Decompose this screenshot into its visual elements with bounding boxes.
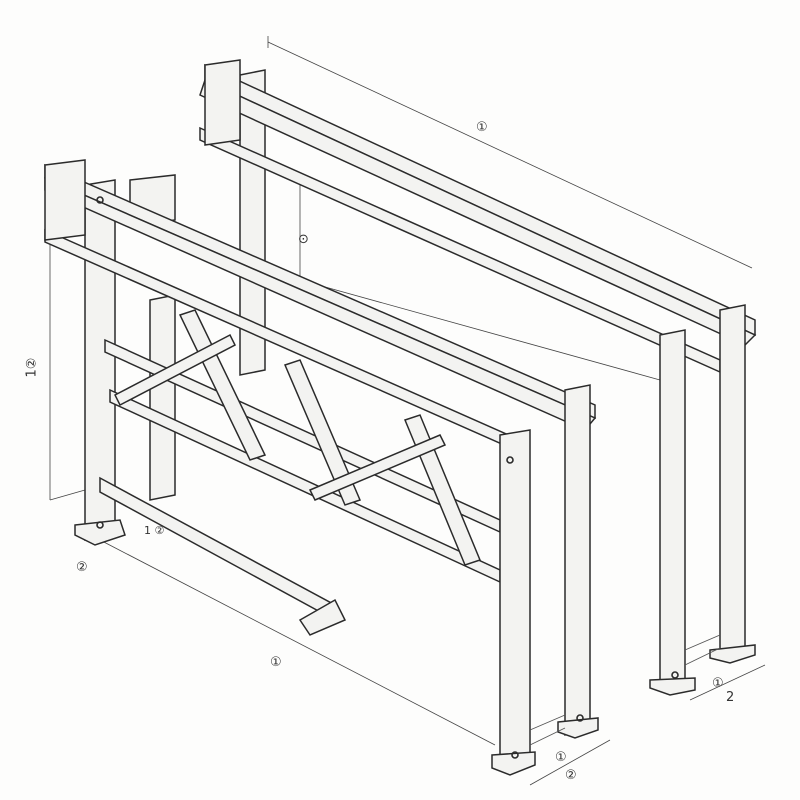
back-base-plate bbox=[649, 677, 696, 696]
label-front-height: 1② bbox=[24, 357, 40, 378]
front-top-beam bbox=[44, 163, 596, 420]
front-left-base bbox=[74, 519, 126, 546]
back-frame bbox=[199, 59, 757, 696]
front-frame bbox=[44, 159, 679, 776]
diagonal-1 bbox=[178, 309, 267, 461]
label-front-depth-b: ② bbox=[565, 768, 577, 783]
dimension-lines bbox=[49, 36, 766, 786]
label-back-depth-b: 2 bbox=[726, 690, 735, 705]
label-base-note: 1 ② bbox=[144, 524, 165, 537]
ground-beam bbox=[99, 476, 336, 622]
back-right-post-rear bbox=[719, 304, 746, 661]
front-rear-left-post bbox=[149, 294, 176, 501]
label-back-depth-a: ① bbox=[712, 676, 724, 691]
back-right-post-front bbox=[659, 329, 686, 691]
label-front-depth-a: ① bbox=[555, 750, 567, 765]
label-back-height: ⊙ bbox=[298, 232, 309, 247]
label-top-beam-length: ① bbox=[476, 120, 488, 135]
front-right-post bbox=[499, 429, 531, 771]
front-right-rear-post bbox=[564, 384, 591, 736]
label-front-length: ① bbox=[270, 655, 282, 670]
front-right-base bbox=[491, 751, 536, 776]
diagonal-2 bbox=[283, 359, 362, 506]
label-left-note: ② bbox=[76, 560, 88, 575]
